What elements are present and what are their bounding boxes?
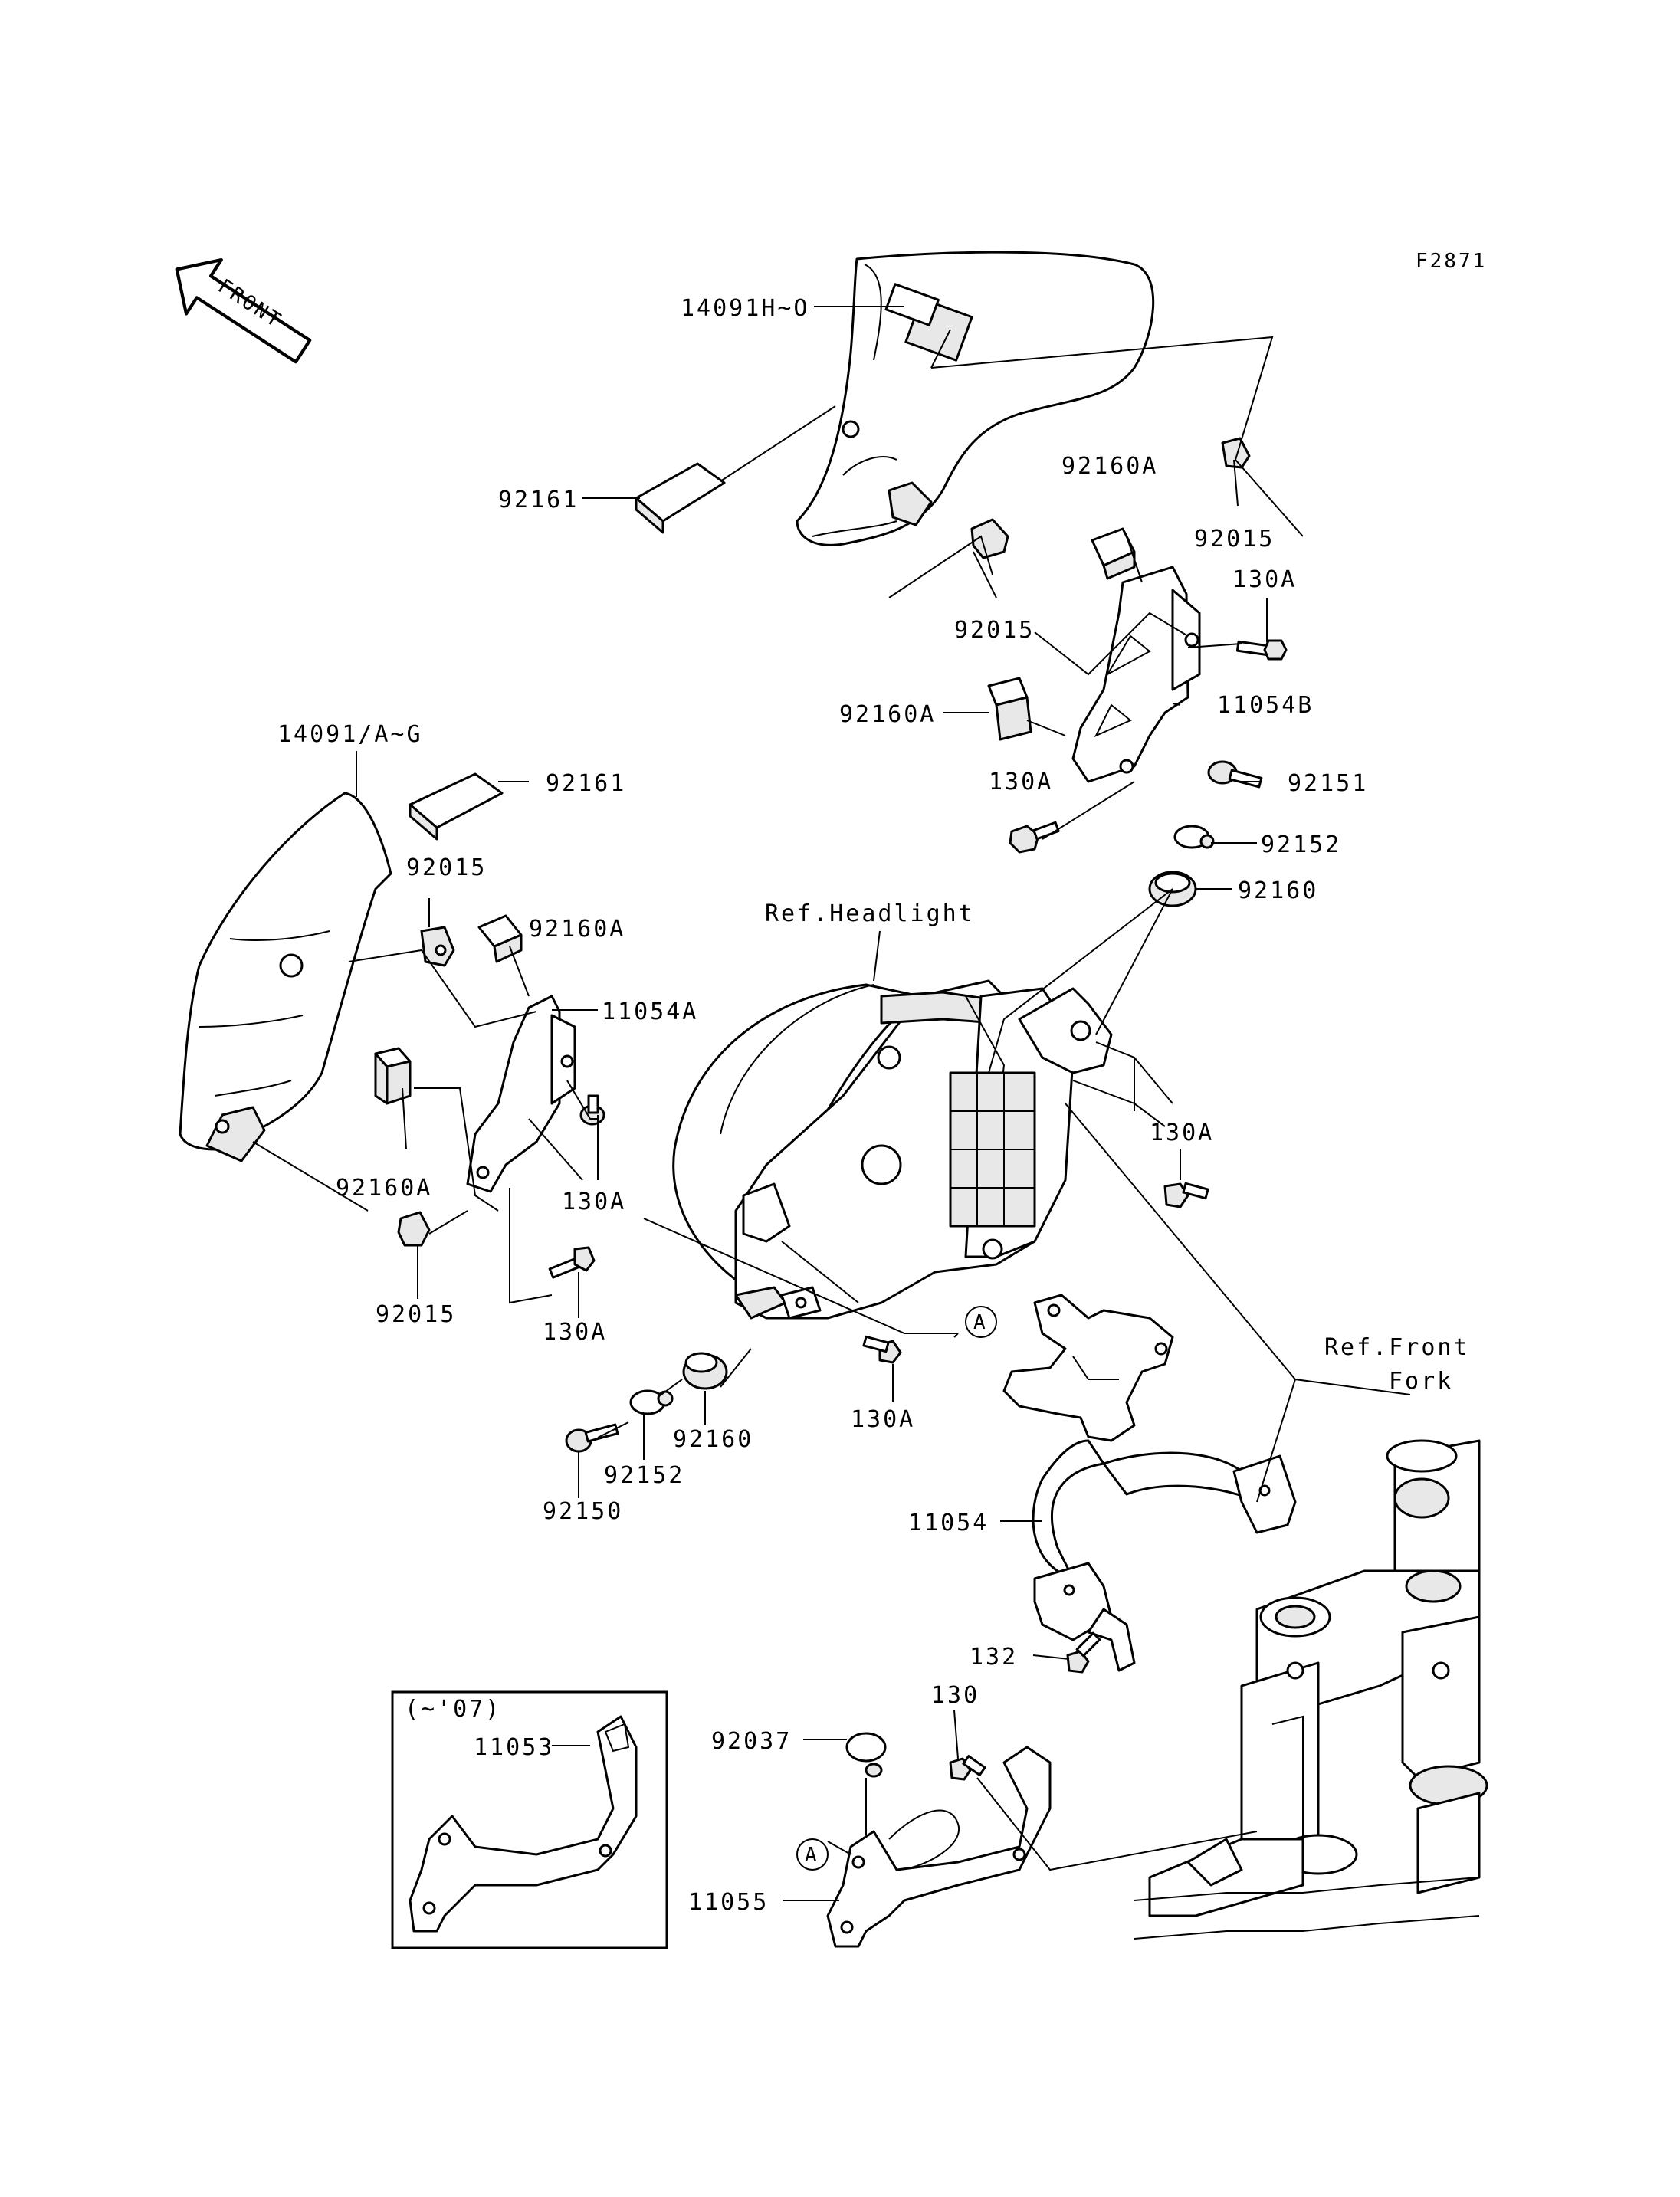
label-92160A-left: 92160A — [529, 916, 625, 943]
bolt-130A-lower-mid — [862, 1335, 902, 1364]
label-11055: 11055 — [688, 1889, 769, 1916]
svg-text:A: A — [973, 1311, 988, 1334]
damper-92160A-top — [1091, 527, 1136, 580]
bolt-130A-lower-left — [548, 1246, 596, 1279]
bracket-11055 — [826, 1746, 1052, 1948]
label-92160A-top: 92160A — [1061, 453, 1158, 480]
bolt-92150 — [565, 1423, 619, 1453]
damper-92160A-mid — [987, 677, 1032, 741]
bolt-92151 — [1207, 760, 1263, 789]
label-92037: 92037 — [711, 1728, 792, 1755]
bracket-11053 — [409, 1715, 638, 1933]
grommet-92160-right — [1148, 871, 1197, 907]
clip-nut-92015-left — [420, 926, 455, 967]
label-130A-lower-left: 130A — [543, 1319, 607, 1346]
callout-A-lower: A — [796, 1838, 829, 1871]
label-130A-right: 130A — [1150, 1120, 1214, 1146]
inset-box-until-07: (~'07) — [391, 1690, 668, 1949]
stay-11054 — [1002, 1294, 1297, 1672]
label-92015-top-mid: 92015 — [954, 617, 1035, 644]
collar-92152-lower — [629, 1389, 674, 1415]
windshield-upper — [796, 251, 1155, 546]
label-92015-top-right: 92015 — [1194, 526, 1275, 553]
headlight-adjuster-grid — [949, 1071, 1036, 1228]
label-ref-headlight: Ref.Headlight — [765, 900, 975, 927]
label-92160A-lower-left: 92160A — [336, 1175, 432, 1202]
label-92152-lower: 92152 — [604, 1462, 684, 1489]
grommet-92160-lower — [682, 1352, 728, 1390]
label-14091-A-G: 14091/A~G — [277, 721, 423, 748]
bolt-130A-mid — [1009, 821, 1060, 854]
bracket-11054B — [1071, 566, 1201, 783]
clip-nut-92015-top — [970, 518, 1009, 559]
label-92151: 92151 — [1288, 770, 1368, 797]
label-11054A: 11054A — [602, 998, 698, 1025]
label-11053: 11053 — [474, 1734, 554, 1761]
rubber-pad-92161-left — [409, 772, 504, 841]
headlight-assembly — [672, 979, 1113, 1320]
label-92150: 92150 — [543, 1498, 623, 1525]
label-130: 130 — [931, 1682, 979, 1709]
label-130A-lower-mid: 130A — [851, 1406, 915, 1433]
label-ref-front-fork-line1: Ref.Front — [1324, 1334, 1470, 1361]
label-92015-lower-left: 92015 — [376, 1301, 456, 1328]
clip-nut-92015-lower-left — [397, 1211, 431, 1247]
label-130A-top: 130A — [1232, 566, 1297, 593]
collar-92152-right — [1173, 825, 1215, 849]
front-fork — [1134, 1439, 1488, 1940]
front-arrow-icon: FRONT — [175, 257, 312, 364]
svg-text:A: A — [805, 1844, 819, 1867]
label-11054B: 11054B — [1217, 692, 1314, 719]
leader-lines — [252, 306, 1411, 1901]
figure-id: F2871 — [1416, 250, 1487, 273]
bolt-130A-top — [1235, 639, 1288, 661]
label-92161-left: 92161 — [546, 770, 626, 797]
label-92160-right: 92160 — [1238, 877, 1318, 904]
label-11054: 11054 — [908, 1510, 989, 1536]
bolt-130 — [949, 1755, 986, 1781]
label-130A-left: 130A — [562, 1189, 626, 1215]
windshield-lower — [179, 792, 392, 1162]
bolt-132 — [1066, 1631, 1101, 1674]
label-92160-lower: 92160 — [673, 1426, 753, 1453]
label-92015-left: 92015 — [406, 854, 487, 881]
label-92160A-mid: 92160A — [839, 701, 936, 728]
clip-nut-92015-top-right — [1221, 437, 1251, 469]
label-ref-front-fork-line2: Fork — [1389, 1368, 1453, 1395]
label-130A-mid: 130A — [989, 769, 1053, 795]
damper-92160A-lower-left — [374, 1047, 412, 1105]
label-92152-right: 92152 — [1261, 831, 1341, 858]
label-14091H-O: 14091H~O — [681, 295, 810, 322]
clamp-92037 — [845, 1732, 887, 1778]
inset-title: (~'07) — [405, 1696, 501, 1723]
label-92161-top: 92161 — [498, 487, 579, 513]
rubber-pad-92161-top — [635, 462, 726, 534]
bracket-11054A — [466, 995, 576, 1193]
bolt-130A-right — [1163, 1182, 1209, 1208]
callout-A-mid: A — [965, 1306, 997, 1338]
label-132: 132 — [970, 1644, 1018, 1671]
damper-92160A-left — [477, 914, 523, 963]
